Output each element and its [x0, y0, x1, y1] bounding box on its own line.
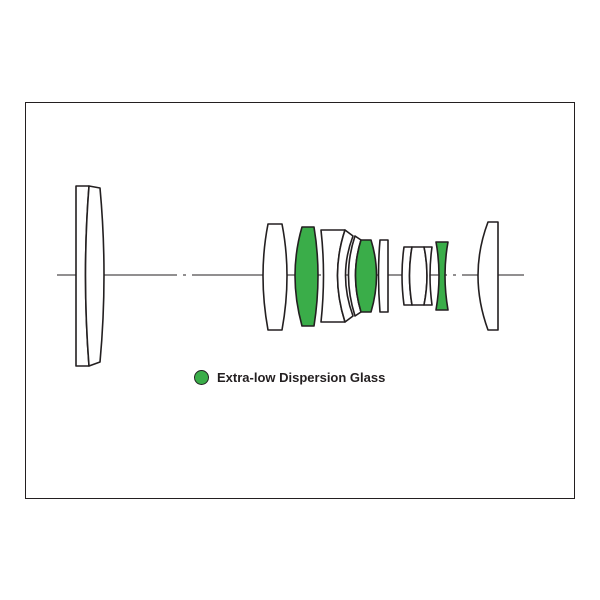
- ed-glass-swatch: [194, 370, 209, 385]
- lens-element-11: [477, 221, 499, 331]
- lens-element-10-ed: [435, 241, 449, 311]
- lens-element-7: [377, 239, 389, 313]
- legend: Extra-low Dispersion Glass: [194, 370, 385, 385]
- lens-element-9b: [423, 246, 433, 306]
- lens-element-2: [262, 223, 288, 331]
- lens-element-5: [336, 229, 354, 323]
- lens-element-6-ed: [354, 239, 378, 313]
- lens-element-3-ed: [294, 226, 319, 327]
- legend-label: Extra-low Dispersion Glass: [217, 370, 386, 385]
- diagram-frame: [25, 102, 575, 499]
- lens-element-9: [408, 246, 428, 306]
- lens-element-front-2: [84, 185, 105, 367]
